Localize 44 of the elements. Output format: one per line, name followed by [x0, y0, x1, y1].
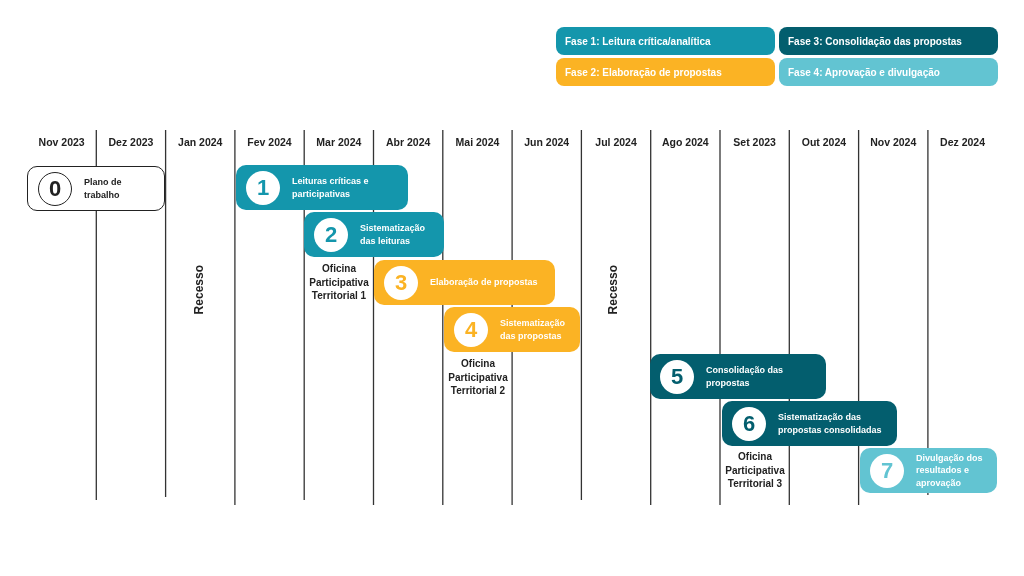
task-bar: [27, 166, 165, 211]
month-label: Ago 2024: [661, 136, 710, 148]
month-label: Abr 2024: [384, 136, 432, 148]
month-label: Dez 2023: [107, 136, 155, 148]
task-name: Sistematização das propostas consolidadas: [778, 411, 883, 436]
month-label: Nov 2024: [869, 136, 918, 148]
month-label: Out 2024: [800, 136, 848, 148]
step-number: 2: [314, 217, 348, 252]
task-bar: [860, 448, 997, 493]
month-label: Fev 2024: [246, 136, 293, 148]
step-number: 4: [454, 312, 488, 347]
month-label: Jan 2024: [177, 136, 224, 148]
legend-item: Fase 3: Consolidação das propostas: [779, 27, 998, 55]
step-number: 6: [732, 406, 766, 441]
task-name: Sistematização das leituras: [360, 222, 427, 247]
task-bar: [722, 401, 897, 446]
step-number: 7: [870, 453, 904, 488]
task-name: Plano de trabalho: [84, 176, 123, 201]
month-label: Jul 2024: [594, 136, 638, 148]
month-label: Mar 2024: [315, 136, 363, 148]
task-bar: [374, 260, 555, 305]
month-label: Jun 2024: [523, 136, 571, 148]
task-name: Divulgação dos resultados e aprovação: [916, 452, 984, 489]
recess-label: Recesso: [192, 265, 206, 315]
legend-item: Fase 4: Aprovação e divulgação: [779, 58, 998, 86]
task-bar: [236, 165, 408, 210]
month-label: Mai 2024: [454, 136, 501, 148]
recess-label: Recesso: [606, 265, 620, 315]
task-name: Elaboração de propostas: [430, 276, 538, 289]
task-name: Leituras críticas e participativas: [292, 175, 370, 200]
month-label: Dez 2024: [939, 136, 986, 148]
month-label: Set 2023: [732, 136, 777, 148]
month-label: Nov 2023: [37, 136, 86, 148]
step-number: 3: [384, 265, 418, 300]
task-name: Consolidação das propostas: [706, 364, 785, 389]
task-bar: [650, 354, 826, 399]
legend-item: Fase 1: Leitura crítica/analítica: [556, 27, 775, 55]
task-name: Sistematização das propostas: [500, 317, 567, 342]
step-number: 0: [38, 171, 72, 206]
step-number: 1: [246, 170, 280, 205]
task-bar: [444, 307, 580, 352]
task-bar: [304, 212, 444, 257]
legend-item: Fase 2: Elaboração de propostas: [556, 58, 775, 86]
step-number: 5: [660, 359, 694, 394]
